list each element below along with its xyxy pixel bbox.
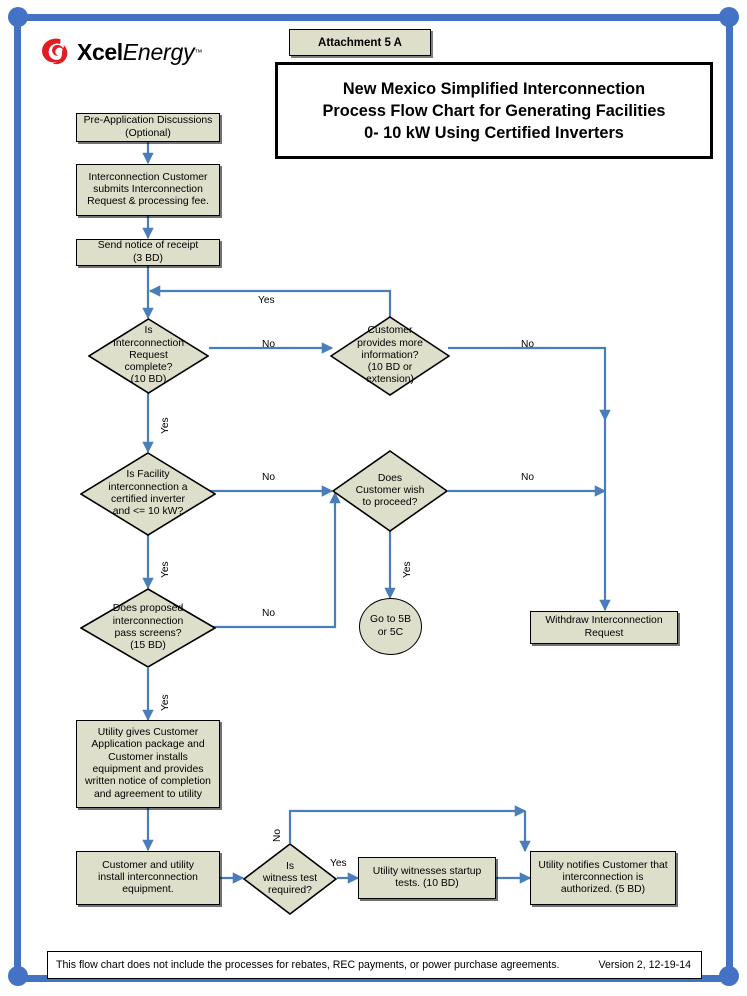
decision-pass-screens-label: Does proposed interconnection pass scree…: [112, 603, 184, 652]
xcel-energy-logo: Xcel Energy ™: [40, 36, 202, 68]
node-decision-request-complete[interactable]: Is Interconnection Request complete? (10…: [88, 318, 209, 394]
decision-request-complete-label: Is Interconnection Request complete? (10…: [112, 325, 185, 386]
attachment-label-box: Attachment 5 A: [289, 29, 431, 56]
decision-witness-test-label: Is witness test required?: [262, 860, 318, 897]
node-install-interconnection-equipment[interactable]: Customer and utility install interconnec…: [76, 851, 220, 905]
node-decision-customer-wish-to-proceed[interactable]: Does Customer wish to proceed?: [332, 450, 448, 532]
logo-trademark: ™: [194, 47, 203, 57]
decision-more-info-label: Customer provides more information? (10 …: [357, 325, 423, 386]
edge-label-no-pass-screens: No: [262, 608, 276, 619]
edge-label-yes-witness-test: Yes: [330, 858, 347, 869]
decision-certified-inverter-label: Is Facility interconnection a certified …: [108, 469, 188, 518]
node-decision-customer-provides-more-info[interactable]: Customer provides more information? (10 …: [330, 316, 450, 396]
edge-label-yes-return: Yes: [258, 295, 275, 306]
logo-word-energy: Energy: [122, 38, 195, 65]
xcel-swirl-icon: [42, 38, 68, 65]
diamond-shape-icon: [330, 316, 450, 396]
node-withdraw-interconnection-request[interactable]: Withdraw Interconnection Request: [530, 611, 678, 644]
node-decision-pass-screens[interactable]: Does proposed interconnection pass scree…: [80, 588, 216, 668]
frame-border-left: [14, 14, 21, 982]
edge-label-yes-pass-screens: Yes: [160, 694, 171, 711]
edge-label-no-certified-inverter: No: [262, 472, 276, 483]
frame-corner-dot-top-right: [719, 7, 739, 27]
node-pre-application-discussions[interactable]: Pre-Application Discussions (Optional): [76, 113, 220, 142]
edge-label-no-more-info: No: [521, 339, 535, 350]
diamond-shape-icon: [80, 452, 216, 536]
edge-label-yes-request-complete: Yes: [160, 417, 171, 434]
footer-bar: This flow chart does not include the pro…: [47, 951, 702, 979]
node-utility-gives-application-package[interactable]: Utility gives Customer Application packa…: [76, 720, 220, 808]
node-utility-witnesses-startup-tests[interactable]: Utility witnesses startup tests. (10 BD): [358, 857, 496, 899]
edge-label-yes-certified-inverter: Yes: [160, 561, 171, 578]
node-utility-notifies-customer-authorized[interactable]: Utility notifies Customer that interconn…: [530, 851, 676, 905]
edge-label-no-request-complete: No: [262, 339, 276, 350]
decision-wish-proceed-label: Does Customer wish to proceed?: [355, 472, 425, 509]
node-submit-interconnection-request[interactable]: Interconnection Customer submits Interco…: [76, 164, 220, 216]
frame-corner-dot-bottom-right: [719, 966, 739, 986]
logo-word-xcel: Xcel: [77, 38, 123, 65]
frame-border-top: [14, 14, 733, 21]
edge-label-yes-wish-proceed: Yes: [402, 561, 413, 578]
page-title: New Mexico Simplified Interconnection Pr…: [322, 79, 666, 142]
node-go-to-5b-or-5c[interactable]: Go to 5B or 5C: [359, 598, 422, 655]
diamond-shape-icon: [80, 588, 216, 668]
node-decision-certified-inverter[interactable]: Is Facility interconnection a certified …: [80, 452, 216, 536]
diamond-shape-icon: [243, 843, 337, 915]
chart-title-box: New Mexico Simplified Interconnection Pr…: [275, 62, 713, 159]
node-send-notice-of-receipt[interactable]: Send notice of receipt (3 BD): [76, 239, 220, 266]
edge-label-no-wish-proceed: No: [521, 472, 535, 483]
footer-note-text: This flow chart does not include the pro…: [56, 959, 560, 971]
node-decision-witness-test-required[interactable]: Is witness test required?: [243, 843, 337, 915]
diamond-shape-icon: [88, 318, 209, 394]
frame-border-right: [726, 14, 733, 982]
frame-corner-dot-top-left: [8, 7, 28, 27]
edge-label-no-witness-test: No: [272, 828, 283, 842]
frame-corner-dot-bottom-left: [8, 966, 28, 986]
footer-version-text: Version 2, 12-19-14: [598, 959, 691, 971]
diamond-shape-icon: [332, 450, 448, 532]
